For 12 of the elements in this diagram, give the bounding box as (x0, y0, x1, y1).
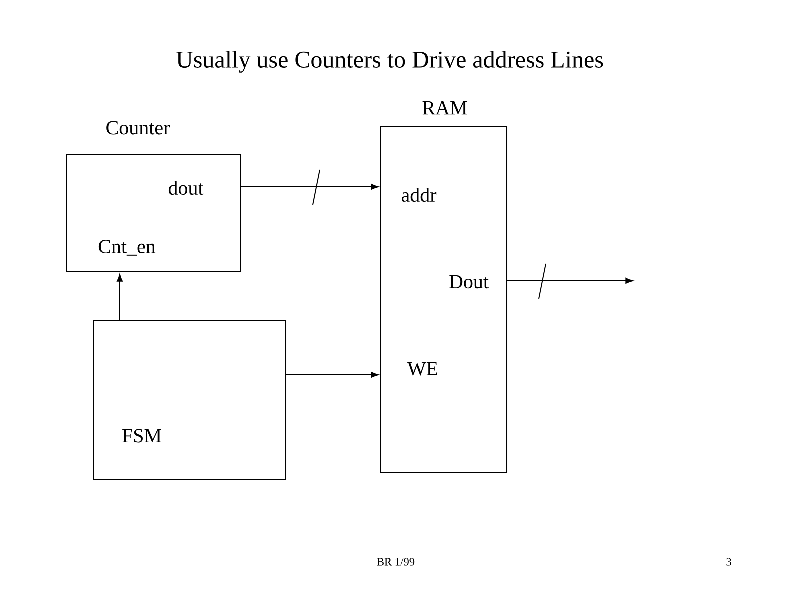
node-label: Counter (106, 121, 170, 135)
footer-text: BR 1/99 (377, 558, 415, 566)
block-box: FSM (94, 320, 286, 480)
arrow (117, 274, 123, 322)
arrow (507, 278, 634, 284)
node-label: RAM (422, 101, 468, 115)
arrow (241, 184, 379, 190)
block-box: Counter dout Cnt_en (66, 121, 242, 273)
title: Usually use Counters to Drive address Lines (176, 51, 604, 73)
page-number: 3 (726, 558, 732, 566)
block-box: RAM addr Dout WE (380, 101, 508, 474)
arrow (286, 372, 379, 378)
